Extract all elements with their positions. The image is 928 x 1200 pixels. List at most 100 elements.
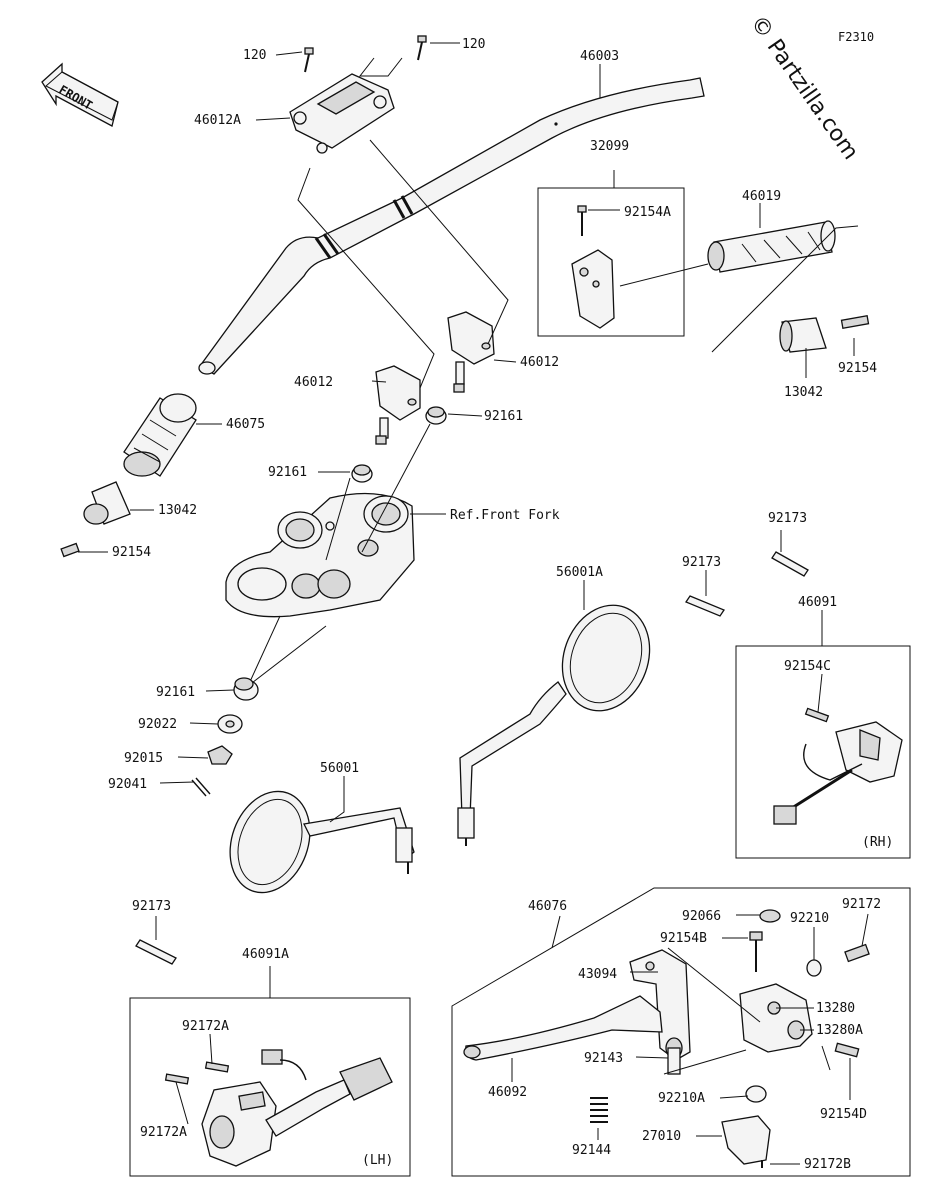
part-label: 92210A (658, 1091, 705, 1106)
handlebar-46003 (198, 77, 705, 375)
part-label: 92154 (838, 361, 877, 376)
part-label: 92173 (682, 555, 721, 570)
switch-27010 (721, 1115, 771, 1165)
right-grip-46019 (707, 220, 836, 273)
part-labels: 120 120 46012A 46003 32099 92154A 46019 … (108, 37, 881, 1172)
upper-triple-clamp (225, 492, 415, 618)
ref-front-fork-note: Ref.Front Fork (450, 508, 560, 523)
clamp-leader-left (297, 167, 435, 389)
clamp-92173-mid (685, 595, 725, 617)
part-label: 13280 (816, 1001, 855, 1016)
lh-side-label: (LH) (362, 1153, 393, 1168)
part-label: 92154A (624, 205, 671, 220)
bar-end-weight-13042-right (779, 317, 827, 353)
screw-92172A-b (164, 1073, 190, 1085)
part-label: 32099 (590, 139, 629, 154)
part-label: 92161 (268, 465, 307, 480)
part-label: 46003 (580, 49, 619, 64)
label-leaders (78, 42, 869, 1165)
part-label: 13042 (158, 503, 197, 518)
bolt-120-left (304, 47, 314, 73)
bolt-92172 (844, 943, 870, 963)
screw-92154A (577, 205, 587, 236)
rh-side-label: (RH) (862, 835, 893, 850)
part-label: 92154B (660, 931, 707, 946)
part-label: 120 (462, 37, 485, 52)
damper-92161-b (351, 464, 373, 483)
mirror-56001A (457, 604, 651, 846)
part-label: 92161 (156, 685, 195, 700)
figure-code: F2310 (838, 30, 874, 44)
part-label: 92173 (768, 511, 807, 526)
bar-end-weight-13042-left (83, 481, 131, 525)
part-label: 46092 (488, 1085, 527, 1100)
part-label: 46012 (294, 375, 333, 390)
pivot-92143 (667, 1047, 681, 1075)
part-label: 92210 (790, 911, 829, 926)
part-label: 56001 (320, 761, 359, 776)
part-label: 46019 (742, 189, 781, 204)
part-label: 92172 (842, 897, 881, 912)
lever-46092 (463, 995, 663, 1061)
part-label: 92143 (584, 1051, 623, 1066)
screw-92154-right (840, 315, 870, 329)
nut-92015 (207, 745, 233, 765)
part-label: 92041 (108, 777, 147, 792)
screw-92154D (834, 1042, 860, 1058)
cotter-pin-92041 (191, 777, 211, 797)
cap-92066 (759, 909, 781, 923)
washer-92210 (806, 959, 822, 977)
bolt-120-right (417, 35, 427, 61)
master-cylinder-13280 (739, 983, 813, 1053)
screw-92172A-a (204, 1061, 230, 1073)
grip-pointer-triangle (711, 225, 859, 353)
lower-holder-46012-right (447, 311, 495, 393)
screw-92154-left (60, 542, 80, 558)
rh-switch-box-46091: (RH) (735, 610, 911, 859)
lower-holder-46012-left (375, 365, 421, 445)
washer-92210A (745, 1085, 767, 1103)
clamp-92173-right (771, 551, 809, 577)
part-label: 92172A (182, 1019, 229, 1034)
part-label: 92015 (124, 751, 163, 766)
part-label: 92154D (820, 1107, 867, 1122)
screw-92154C (804, 707, 830, 723)
part-label: 92173 (132, 899, 171, 914)
part-label: 92066 (682, 909, 721, 924)
part-label: 56001A (556, 565, 603, 580)
lever-assembly-46076-box (451, 887, 911, 1177)
clamp-92173-left (135, 939, 177, 965)
fork-leader (325, 477, 351, 561)
bolt-92154B (749, 931, 763, 972)
mirror-56001 (229, 790, 415, 894)
front-direction-arrow: FRONT (41, 62, 119, 127)
fork-leader-2 (361, 423, 431, 553)
bolt-leader (247, 615, 327, 687)
part-label: 92172A (140, 1125, 187, 1140)
damper-92161-a (425, 406, 447, 425)
part-label: 92154 (112, 545, 151, 560)
part-label: 46012A (194, 113, 241, 128)
part-label: 92161 (484, 409, 523, 424)
spring-92144 (590, 1097, 608, 1123)
part-label: 92022 (138, 717, 177, 732)
left-grip-46075 (123, 393, 197, 477)
upper-holder-46012A (289, 73, 395, 154)
part-label: 13042 (784, 385, 823, 400)
lever-leader-a (667, 947, 761, 1023)
part-label: 92144 (572, 1143, 611, 1158)
lever-leader-b (663, 1049, 747, 1075)
part-label: 46075 (226, 417, 265, 432)
part-label: 46076 (528, 899, 567, 914)
lever-leader-c (821, 1045, 831, 1071)
throttle-assembly-32099-box (537, 170, 709, 337)
part-label: 27010 (642, 1129, 681, 1144)
part-label: 92154C (784, 659, 831, 674)
washer-92022 (217, 714, 243, 734)
lh-switch-box-46091A: (LH) (129, 966, 411, 1177)
clamp-leader-right (369, 139, 509, 345)
part-label: 46091 (798, 595, 837, 610)
part-label: 46012 (520, 355, 559, 370)
part-label: 92172B (804, 1157, 851, 1172)
